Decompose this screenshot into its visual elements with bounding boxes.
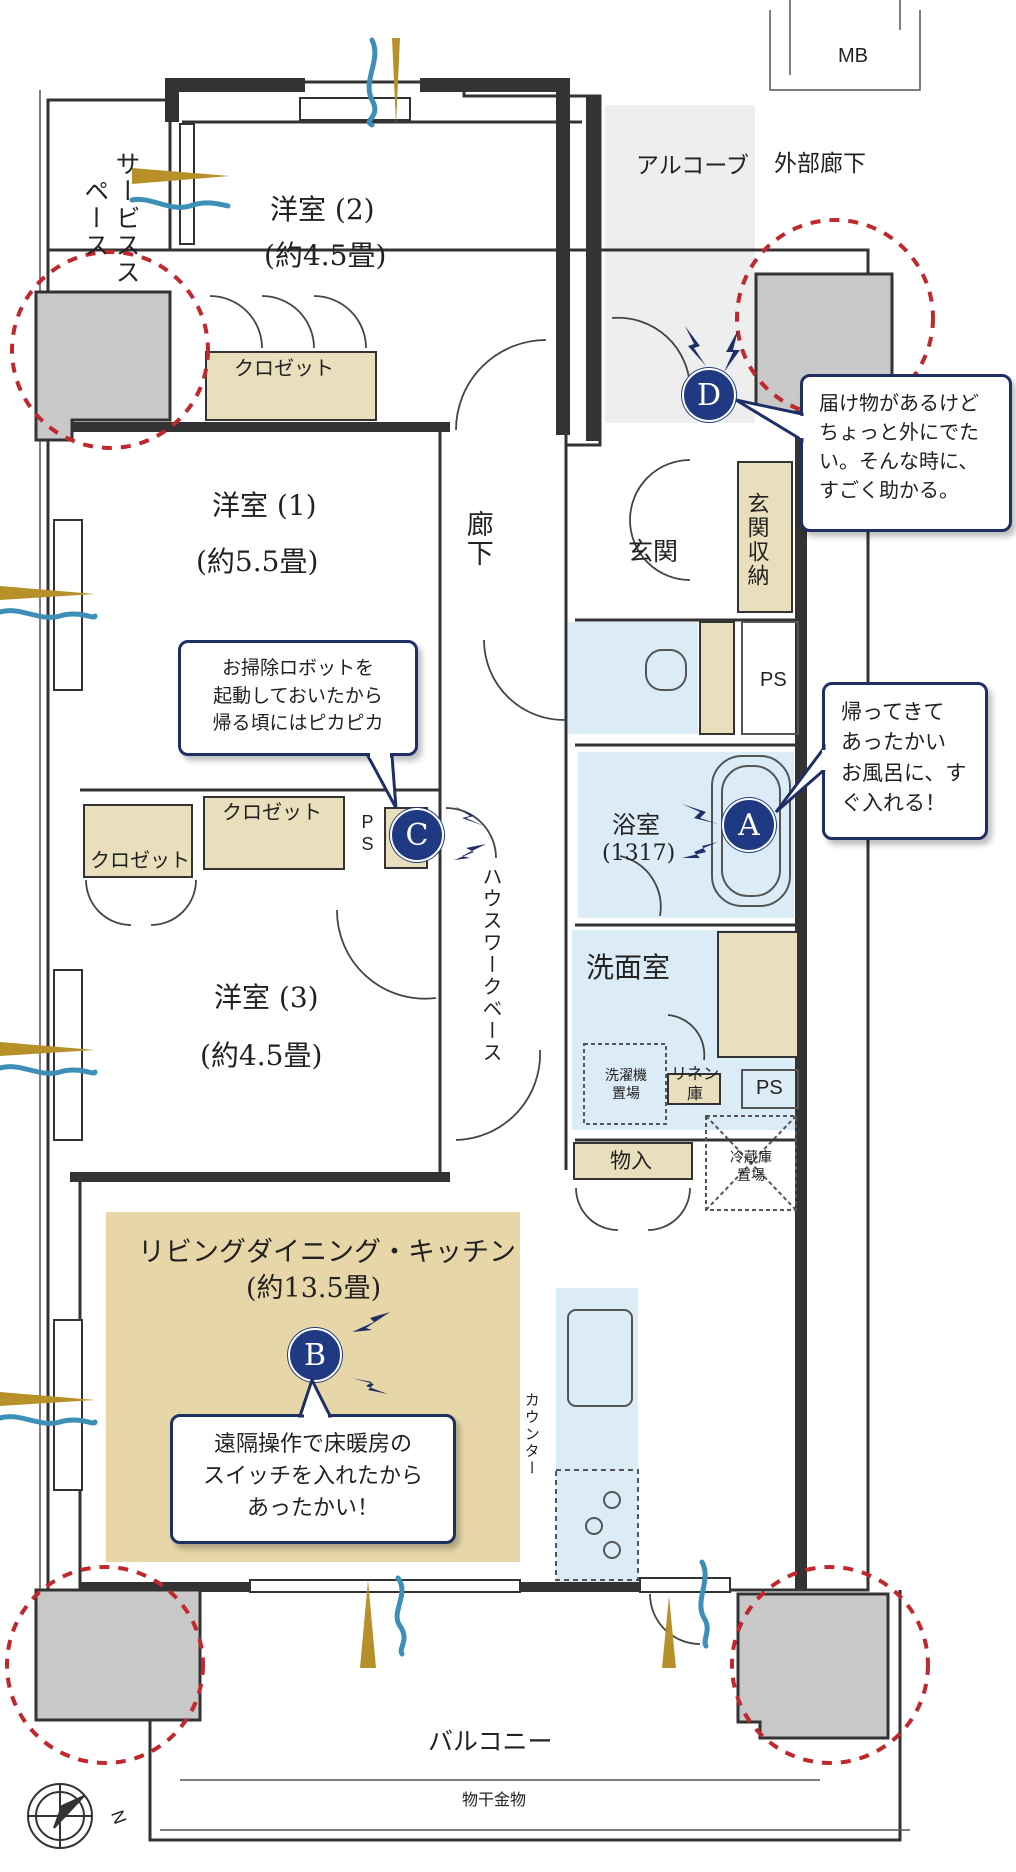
closet-label-3: クロゼット (90, 848, 190, 872)
alcove-floor (605, 105, 755, 423)
laundry-label: 洗濯機置場 (605, 1068, 647, 1102)
mb-label: MB (838, 45, 868, 67)
marker-a: A (722, 798, 776, 852)
room-balcony: バルコニー (428, 1727, 553, 1756)
room-outer-corridor: 外部廊下 (774, 151, 866, 177)
callout-c: お掃除ロボットを 起動しておいたから 帰る頃にはピカピカ (178, 640, 418, 756)
marker-c: C (390, 808, 444, 862)
room-western-1-name: 洋室 (1) (212, 489, 317, 522)
room-western-3-name: 洋室 (3) (214, 981, 319, 1014)
callout-b: 遠隔操作で床暖房の スイッチを入れたから あったかい！ (170, 1414, 456, 1544)
windows (53, 97, 731, 1593)
callout-a: 帰ってきて あったかい お風呂に、す ぐ入れる！ (822, 682, 988, 840)
marker-d: D (682, 368, 736, 422)
marker-b: B (288, 1328, 342, 1382)
ps-label-3: PS (357, 812, 378, 856)
housework-base-label: ハウスワークベース (479, 866, 503, 1064)
storage-label: 物入 (610, 1149, 652, 1173)
room-alcove: アルコーブ (636, 153, 749, 179)
room-western-1-size: (約5.5畳) (196, 545, 319, 578)
ps-label-2: PS (756, 1077, 783, 1099)
kitchen-floor (556, 1288, 638, 1584)
signal-marks (352, 326, 740, 1394)
room-bath-size: (1317) (602, 841, 676, 866)
room-bath-name: 浴室 (612, 811, 660, 839)
wind-marks (0, 37, 710, 1657)
room-entrance: 玄関 (628, 537, 679, 566)
room-hallway: 廊下 (461, 510, 493, 568)
door-swings (85, 295, 706, 1645)
sun-marks (0, 38, 676, 1668)
linen-label: リネン庫 (670, 1064, 719, 1103)
fridge-label: 冷蔵庫置場 (730, 1150, 772, 1184)
room-western-2-name: 洋室 (2) (270, 193, 375, 226)
room-ldk-size: (約13.5畳) (246, 1273, 382, 1304)
room-ldk-name: リビングダイニング・キッチン (138, 1237, 516, 1268)
closet-label-2: クロゼット (222, 800, 322, 824)
drying-rack-label: 物干金物 (462, 1790, 527, 1809)
closet-fills (83, 351, 799, 1180)
toilet-floor (568, 622, 698, 734)
room-washroom: 洗面室 (586, 951, 671, 984)
room-service-space: サービススペース (80, 150, 141, 286)
closet-label-1: クロゼット (234, 356, 334, 380)
counter-label: カウンター (522, 1392, 541, 1477)
room-western-2-size: (約4.5畳) (264, 239, 387, 272)
room-western-3-size: (約4.5畳) (200, 1039, 323, 1072)
compass-icon (27, 1783, 93, 1849)
entrance-storage-label: 玄関収納 (743, 492, 769, 588)
callout-d: 届け物があるけど ちょっと外にでた い。そんな時に、 すごく助かる。 (800, 374, 1012, 532)
ps-label-1: PS (760, 669, 787, 691)
structural-columns (34, 272, 894, 1740)
